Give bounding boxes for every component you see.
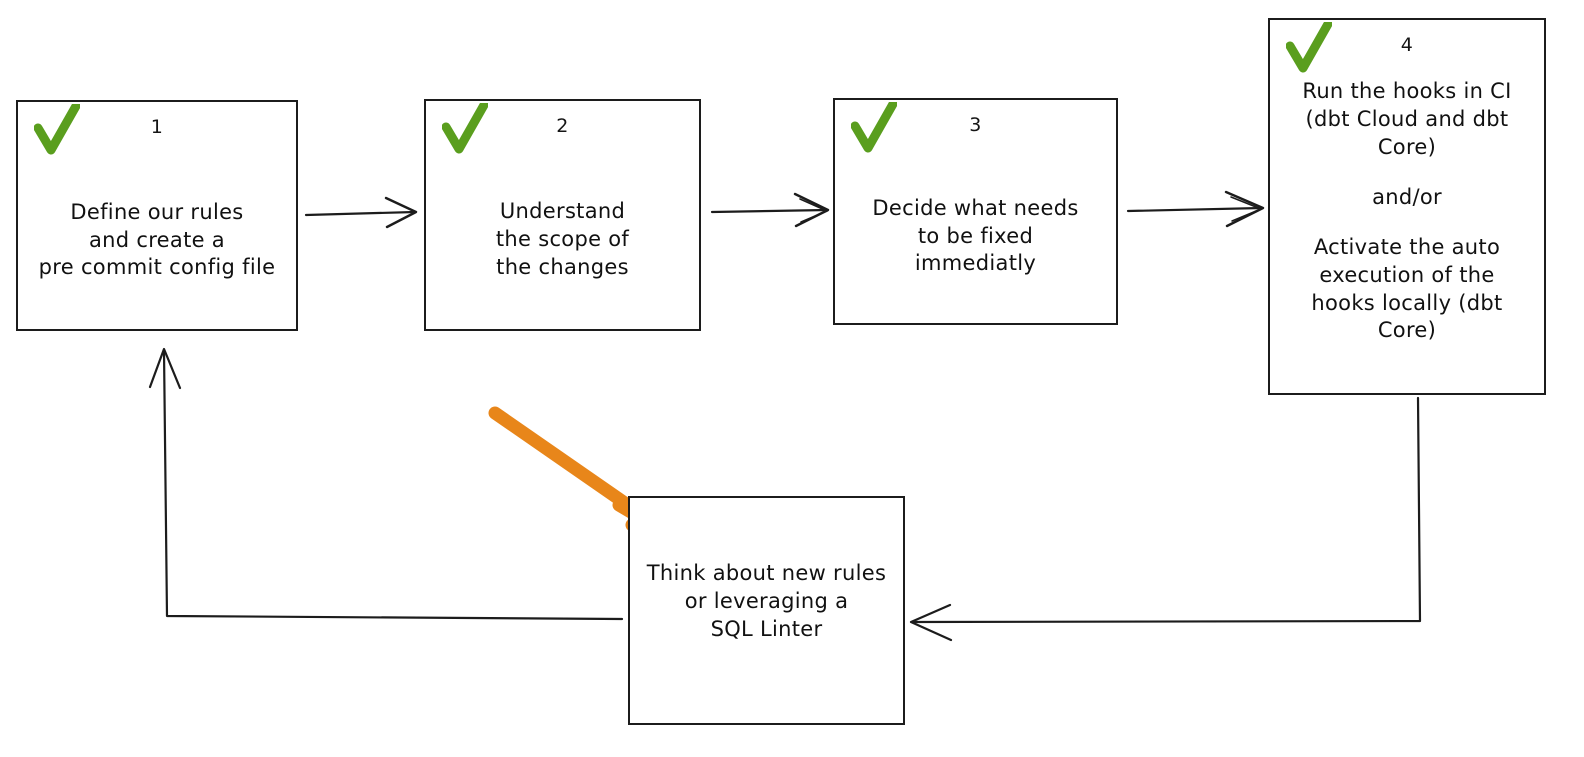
node-2-text: Understand the scope of the changes — [495, 199, 630, 279]
node-4-header: 4 — [1270, 20, 1544, 76]
node-2-header: 2 — [426, 101, 699, 157]
node-1-body: Define our rules and create a pre commit… — [18, 158, 296, 329]
edge-node5-to-node1 — [148, 347, 624, 621]
process-node-1[interactable]: 1 Define our rules and create a pre comm… — [16, 100, 298, 331]
node-2-number: 2 — [556, 115, 569, 137]
edge-node4-to-node5 — [909, 396, 1422, 642]
node-4-body: Run the hooks in CI (dbt Cloud and dbt C… — [1270, 76, 1544, 393]
node-4-text-local: Activate the auto execution of the hooks… — [1311, 234, 1503, 343]
green-check-icon — [34, 104, 80, 155]
process-node-feedback[interactable]: Think about new rules or leveraging a SQ… — [628, 496, 905, 725]
edge-node3-to-node4 — [1126, 190, 1265, 228]
green-check-icon — [442, 103, 488, 154]
green-check-icon — [1286, 22, 1332, 73]
node-1-header: 1 — [18, 102, 296, 158]
node-2-body: Understand the scope of the changes — [426, 157, 699, 329]
edge-node2-to-node3 — [710, 192, 830, 228]
node-5-text: Think about new rules or leveraging a SQ… — [646, 561, 887, 641]
process-node-4[interactable]: 4 Run the hooks in CI (dbt Cloud and dbt… — [1268, 18, 1546, 395]
node-4-text-andor: and/or — [1372, 184, 1442, 209]
node-1-text: Define our rules and create a pre commit… — [38, 199, 276, 280]
node-4-number: 4 — [1400, 34, 1414, 56]
node-5-header — [630, 498, 903, 560]
node-3-header: 3 — [835, 100, 1116, 156]
node-3-number: 3 — [969, 114, 982, 136]
node-5-body: Think about new rules or leveraging a SQ… — [630, 560, 903, 723]
node-4-text-ci: Run the hooks in CI (dbt Cloud and dbt C… — [1302, 79, 1512, 159]
process-node-2[interactable]: 2 Understand the scope of the changes — [424, 99, 701, 331]
node-1-number: 1 — [150, 116, 164, 138]
edge-node1-to-node2 — [304, 196, 418, 229]
process-node-3[interactable]: 3 Decide what needs to be fixed immediat… — [833, 98, 1118, 325]
node-3-text: Decide what needs to be fixed immediatly — [872, 195, 1079, 276]
node-3-body: Decide what needs to be fixed immediatly — [835, 156, 1116, 323]
green-check-icon — [851, 102, 897, 153]
